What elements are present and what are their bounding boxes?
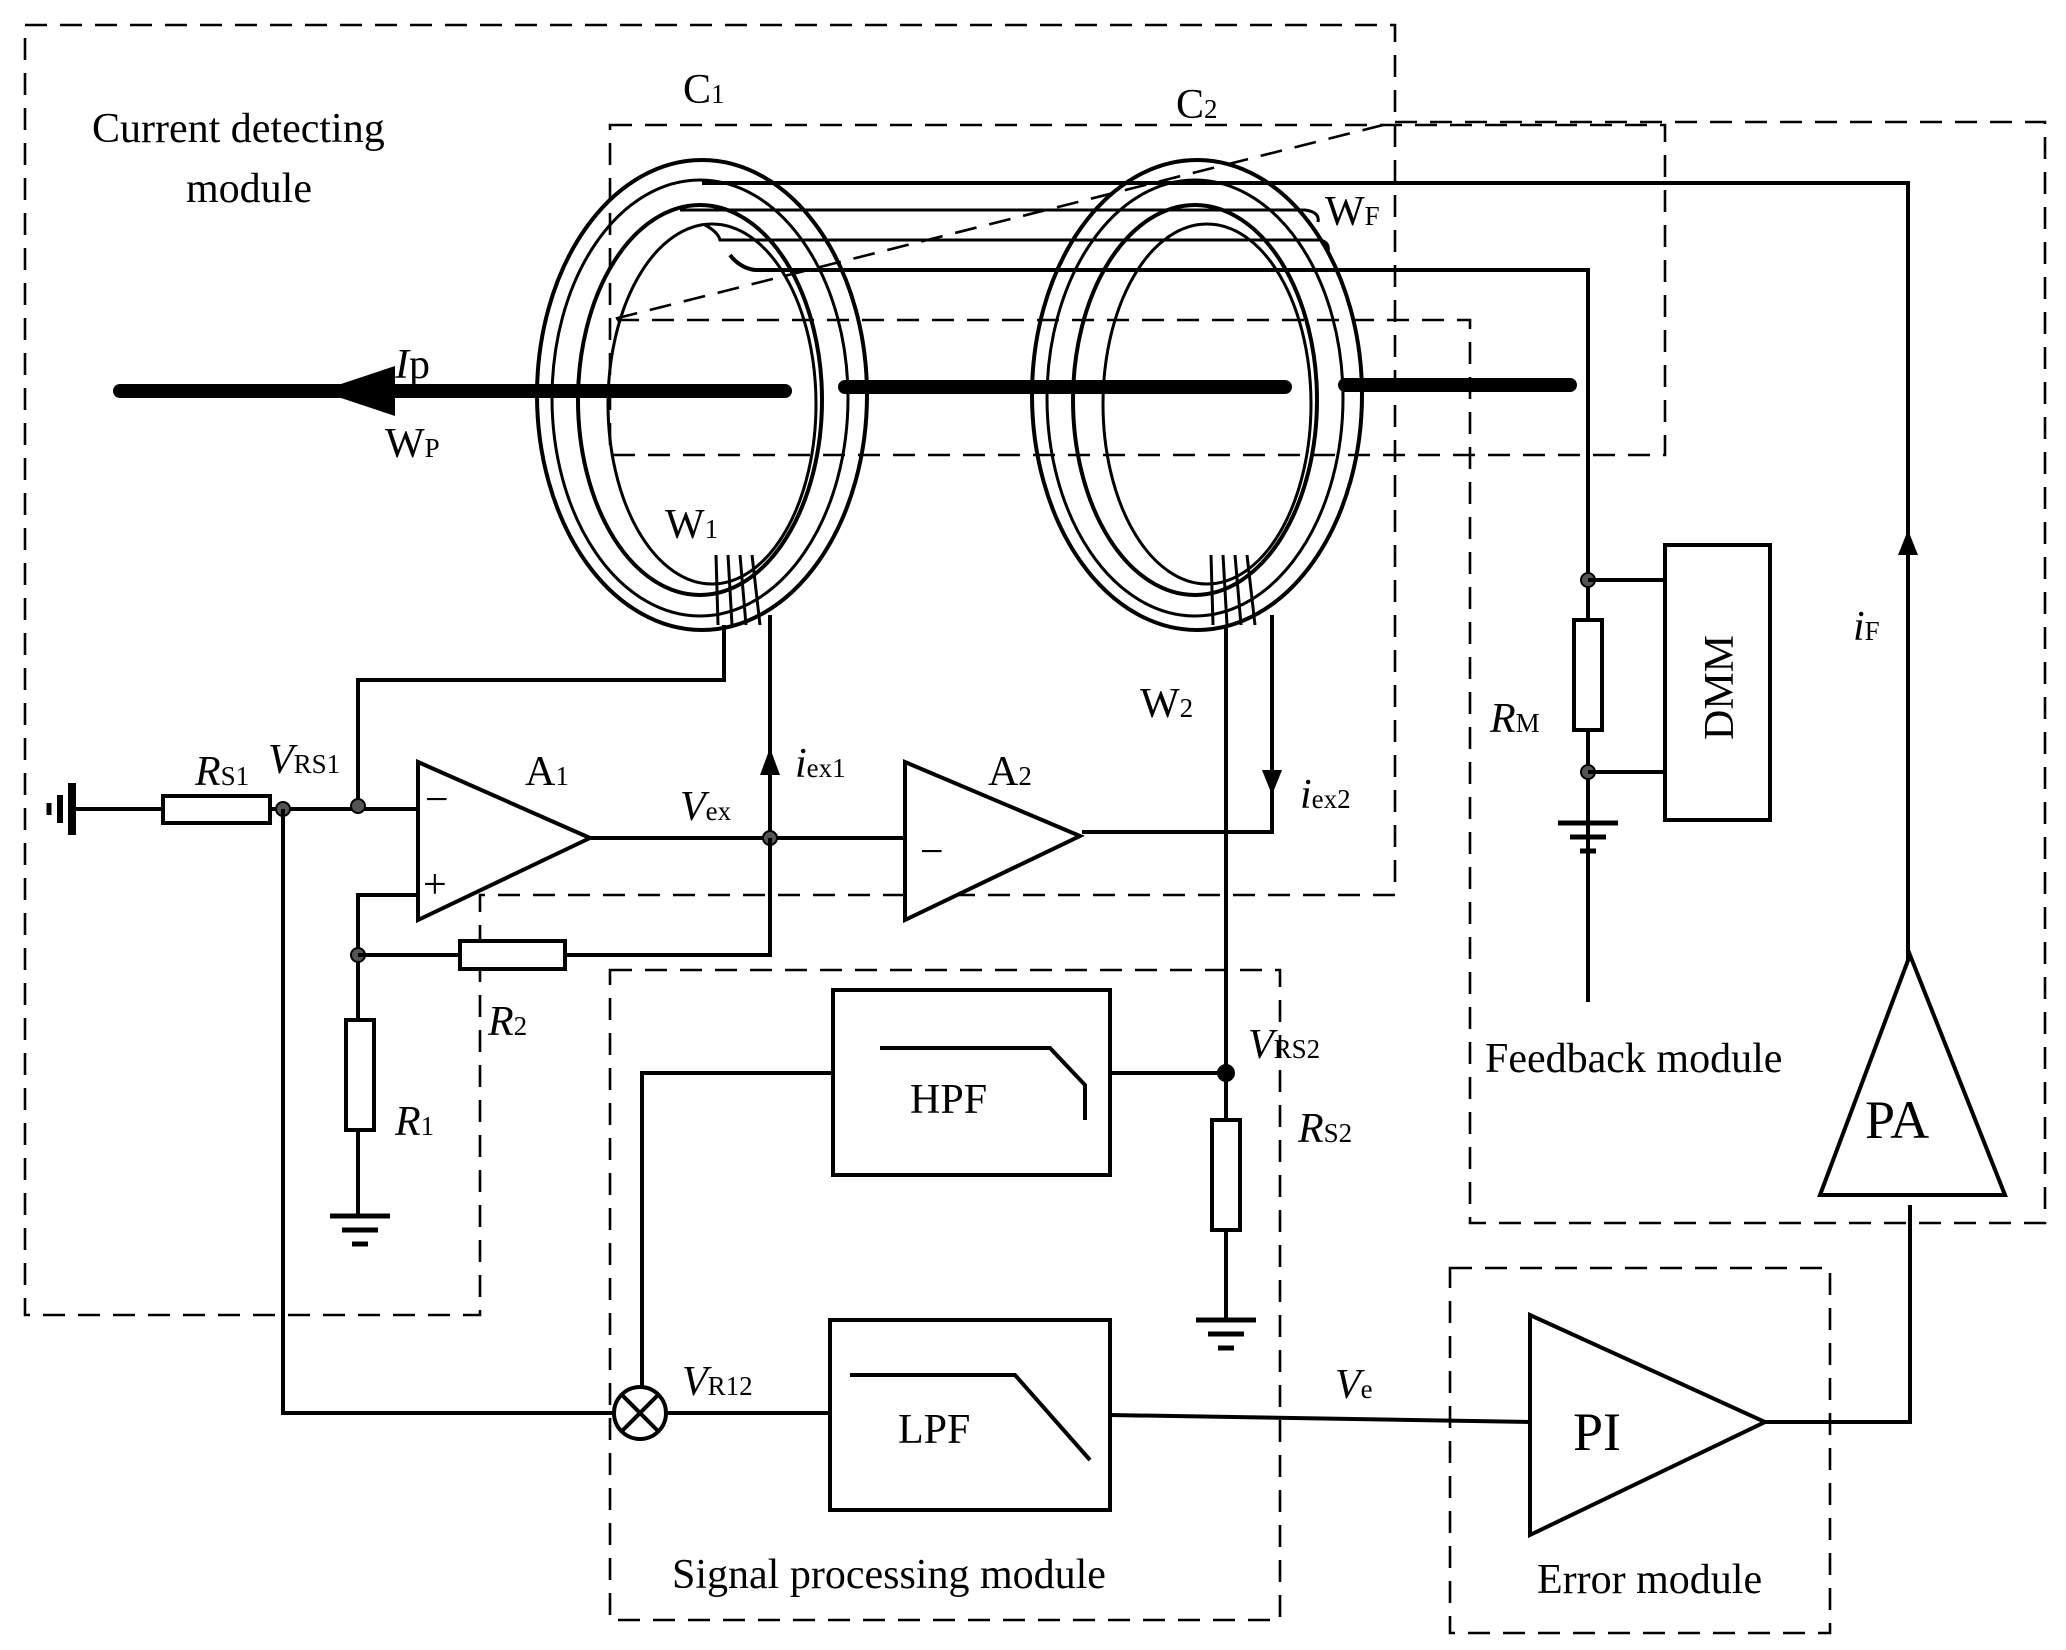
vrs2-label: VRS2 — [1248, 1022, 1320, 1068]
a1-label: A1 — [525, 749, 569, 795]
feedback-module-title: Feedback module — [1485, 1036, 1782, 1082]
pi-block — [1528, 1311, 1770, 1539]
ground-left — [46, 783, 163, 835]
primary-current-arrow — [320, 366, 395, 416]
pa-label: PA — [1865, 1090, 1929, 1150]
signal-processing-module-boundary — [608, 968, 1282, 1622]
current-detecting-module-title-line2: module — [186, 166, 312, 212]
ground-rm — [1558, 820, 1618, 854]
wf-label: WF — [1325, 189, 1380, 235]
if-arrow — [1898, 530, 1918, 555]
lpf-block — [828, 1318, 1112, 1512]
lpf-response-icon — [850, 1373, 1092, 1462]
a2-label: A2 — [988, 749, 1032, 795]
ve-label: Ve — [1335, 1362, 1373, 1408]
w1-winding — [356, 554, 780, 838]
ground-rs2 — [1196, 1317, 1256, 1351]
dmm-block — [1663, 543, 1772, 822]
w2-winding — [1082, 554, 1282, 1073]
vrs1-label: VRS1 — [268, 737, 340, 783]
op-amp-a1 — [416, 758, 595, 924]
error-module-title: Error module — [1537, 1557, 1762, 1603]
a2-minus-sign: − — [920, 829, 944, 875]
rs1-resistor — [161, 794, 272, 825]
core-c2 — [1030, 158, 1364, 632]
w1-label: W1 — [665, 502, 718, 548]
hpf-block — [831, 988, 1112, 1177]
vex-label: Vex — [680, 784, 732, 830]
summing-junction — [612, 1385, 668, 1441]
iex1-label: iex1 — [795, 741, 846, 787]
lpf-label: LPF — [898, 1407, 970, 1453]
a1-minus-sign: − — [425, 777, 449, 823]
op-amp-a2 — [903, 758, 1085, 924]
hpf-label: HPF — [910, 1077, 987, 1123]
rs2-label: RS2 — [1297, 1106, 1352, 1152]
feedback-winding — [680, 181, 1910, 1005]
primary-conductor — [113, 366, 1577, 416]
rm-label: RM — [1489, 696, 1540, 742]
w2-label: W2 — [1140, 681, 1193, 727]
current-detecting-module-title-line1: Current detecting — [92, 106, 385, 152]
current-detecting-module-boundary — [23, 23, 1397, 1317]
hpf-response-icon — [880, 1046, 1087, 1120]
r1-resistor — [344, 1018, 376, 1132]
iex1-arrow — [760, 748, 780, 775]
pa-block — [1817, 949, 2008, 1197]
rs2-resistor — [1210, 1118, 1242, 1232]
c1-label: C1 — [683, 67, 725, 113]
dmm-label: DMM — [1697, 635, 1743, 740]
c2-label: C2 — [1176, 82, 1218, 128]
junction-vrs1 — [350, 798, 366, 814]
feedback-module-boundary — [609, 120, 2047, 1225]
vr12-label: VR12 — [682, 1359, 753, 1405]
rs1-label: RS1 — [194, 749, 249, 795]
r1-label: R1 — [394, 1099, 434, 1145]
iex2-arrow — [1262, 770, 1282, 795]
r2-resistor — [458, 939, 567, 971]
error-module-boundary — [1448, 1266, 1832, 1635]
ground-r1 — [330, 1213, 390, 1247]
wp-label: WP — [385, 421, 440, 467]
a1-plus-sign: + — [423, 862, 447, 908]
if-label: iF — [1853, 604, 1880, 650]
iex2-label: iex2 — [1300, 772, 1351, 818]
rm-resistor — [1572, 618, 1604, 732]
signal-processing-module-title: Signal processing module — [672, 1552, 1106, 1598]
ip-label: Ip — [394, 342, 430, 388]
pi-label: PI — [1573, 1402, 1621, 1462]
core-region-boundary — [608, 123, 1667, 457]
r2-label: R2 — [487, 999, 527, 1045]
